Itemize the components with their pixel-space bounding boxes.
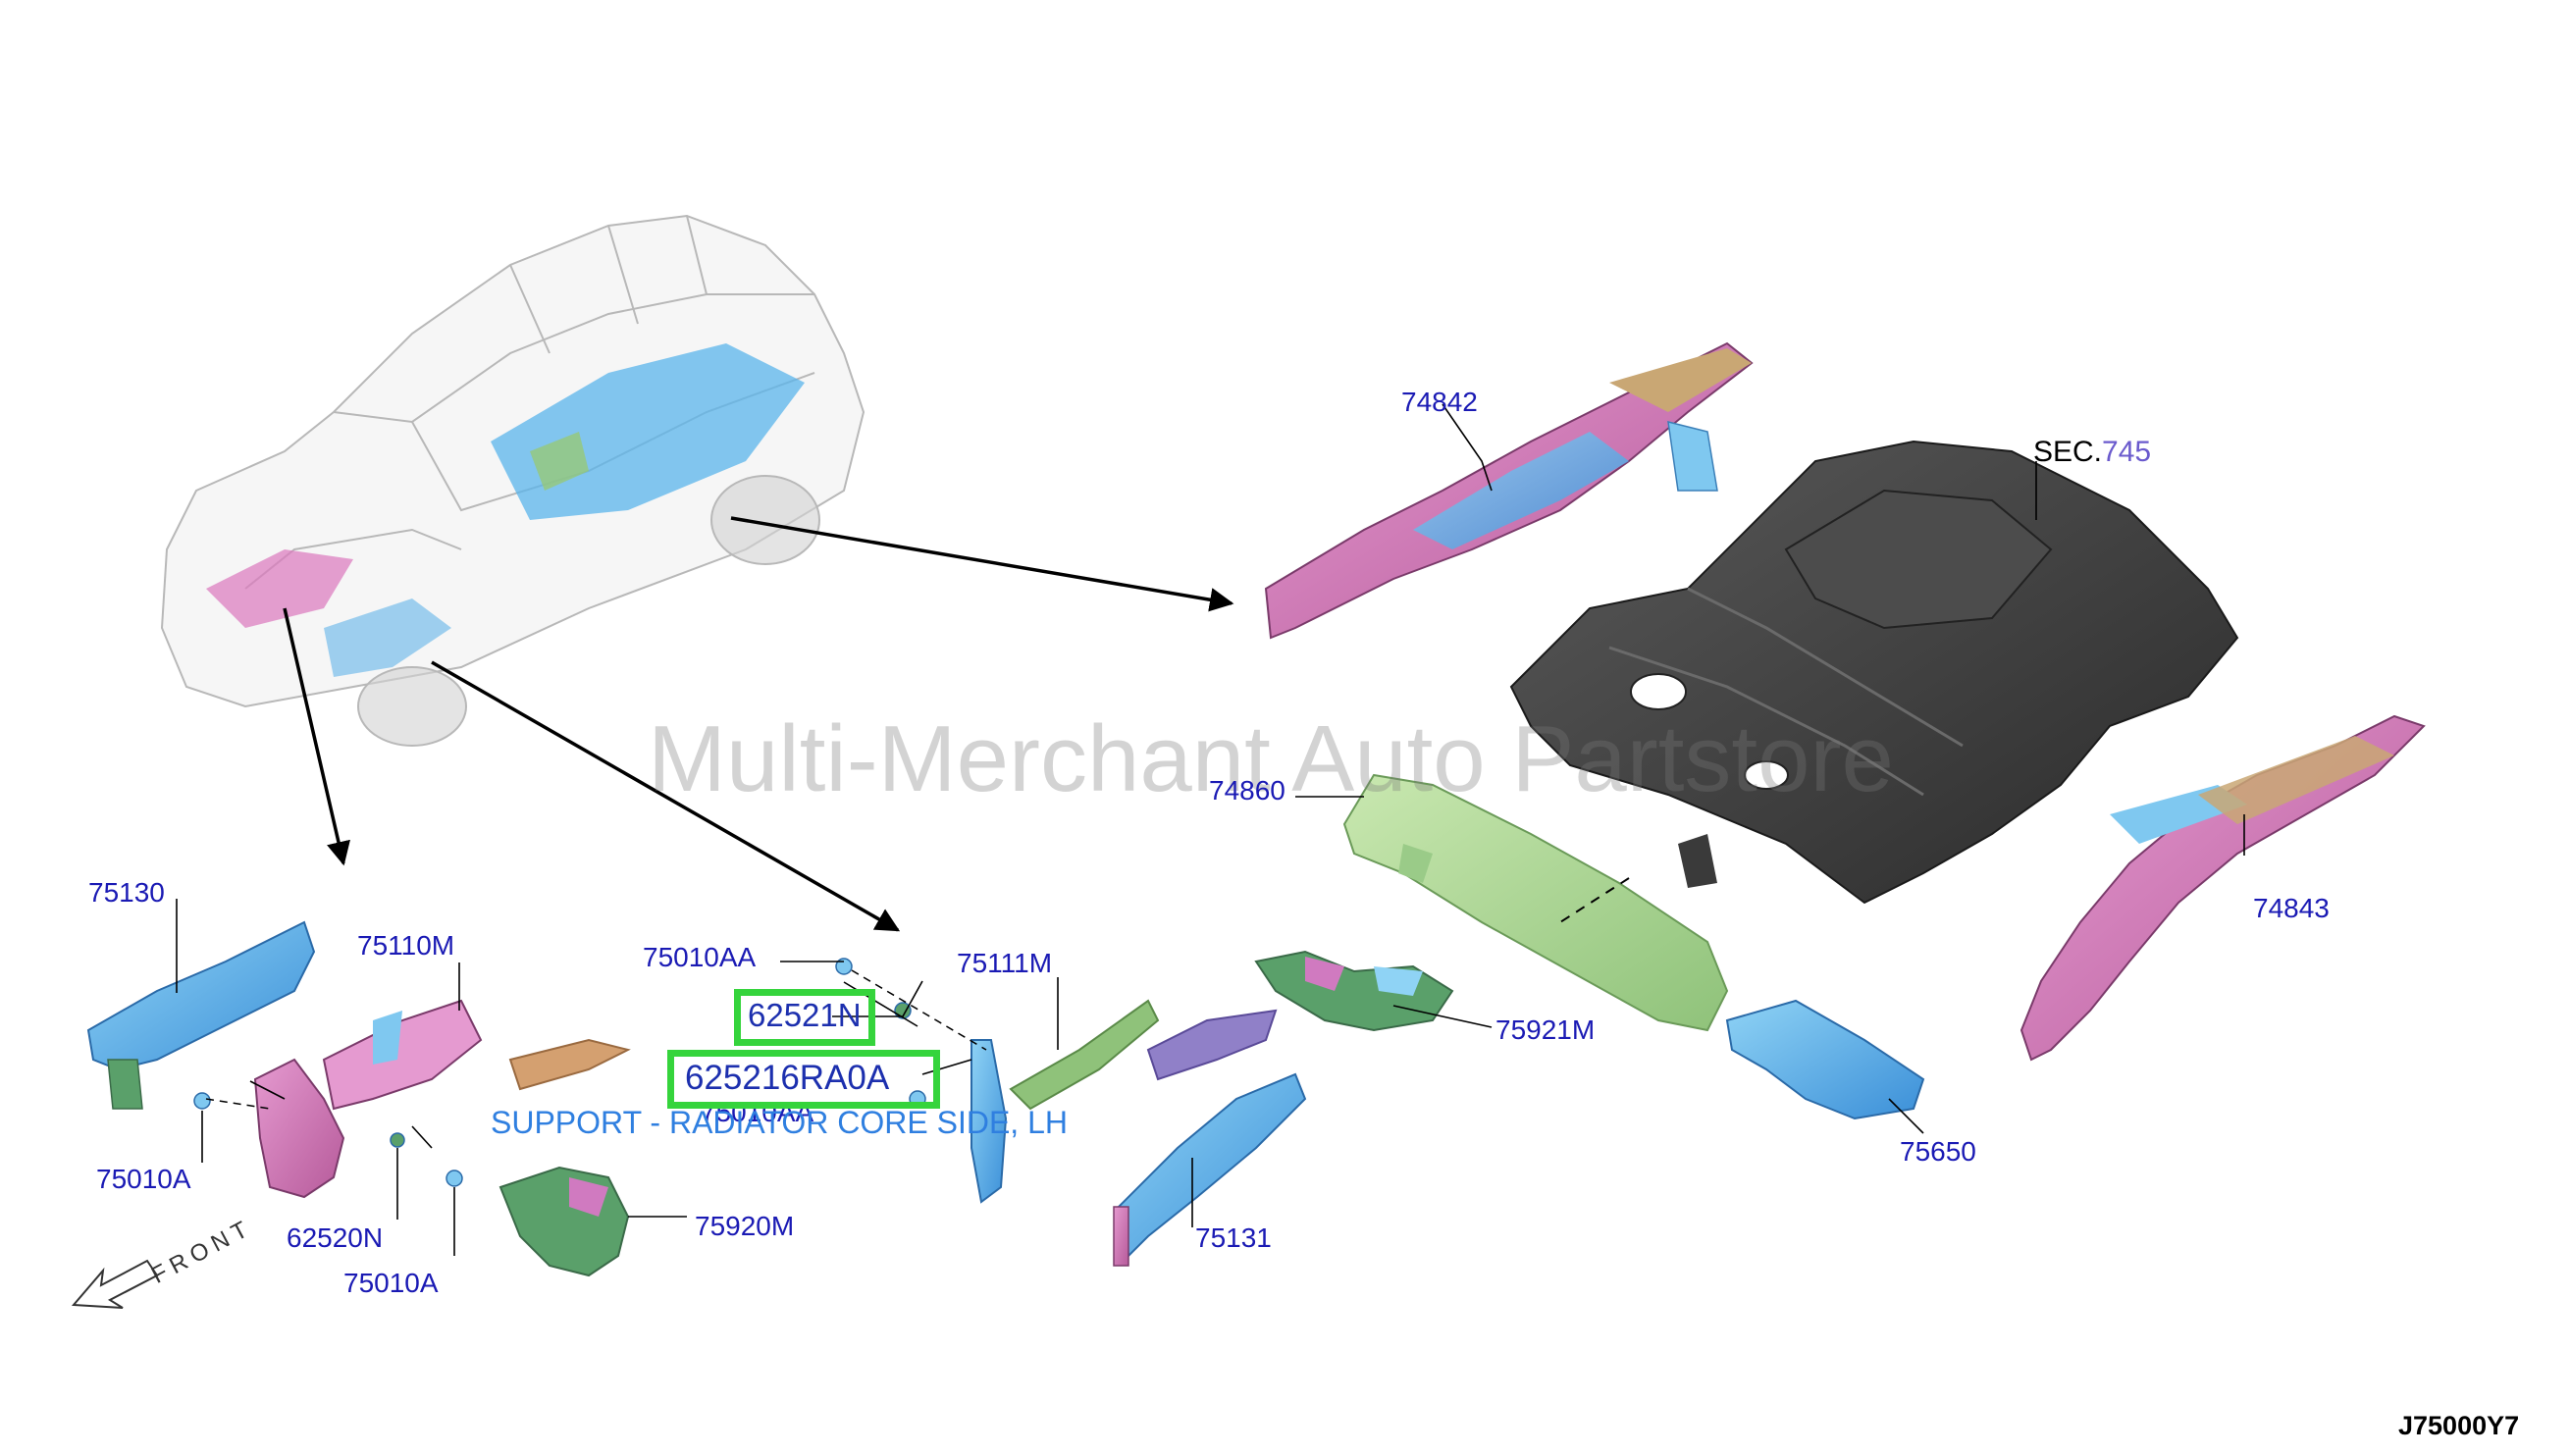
part-label-75010AA-top[interactable]: 75010AA: [643, 942, 757, 972]
vehicle-underbody-highlight: [206, 343, 805, 677]
part-label-75131[interactable]: 75131: [1195, 1222, 1272, 1253]
part-75650-shape: [1725, 999, 1925, 1120]
floor-panel-shape: [1509, 440, 2239, 905]
part-label-75010A-left[interactable]: 75010A: [96, 1164, 191, 1194]
dashed-leaders: [205, 969, 987, 1110]
part-label-75010A-bottom[interactable]: 75010A: [343, 1268, 439, 1298]
part-75130-shape: [86, 920, 316, 1110]
watermark-text: Multi-Merchant Auto Partstore: [648, 706, 1894, 811]
part-label-74842[interactable]: 74842: [1401, 387, 1478, 417]
part-label-75130[interactable]: 75130: [88, 877, 165, 908]
part-label-75111M[interactable]: 75111M: [957, 948, 1053, 978]
front-arrow-icon: [71, 1259, 159, 1309]
part-label-74843[interactable]: 74843: [2253, 893, 2330, 923]
callout-arrows: [283, 516, 1234, 932]
highlight-box-625216RA0A[interactable]: [667, 1050, 940, 1109]
part-75111M-shape: [970, 999, 1278, 1204]
highlighted-part-62521N[interactable]: 62521N: [748, 997, 862, 1033]
section-reference[interactable]: SEC.745: [2033, 438, 2151, 467]
part-label-75650[interactable]: 75650: [1900, 1136, 1976, 1167]
highlight-box-62521N[interactable]: [734, 989, 875, 1046]
part-description: SUPPORT - RADIATOR CORE SIDE, LH: [491, 1105, 1068, 1140]
part-74842-shape: [1264, 341, 1754, 640]
diagram-code: J75000Y7: [2398, 1411, 2520, 1440]
part-75131-shape: [1113, 1072, 1307, 1267]
part-label-75920M[interactable]: 75920M: [695, 1211, 795, 1241]
part-label-75110M[interactable]: 75110M: [357, 930, 455, 961]
section-prefix: SEC.: [2033, 436, 2103, 468]
leader-dash: [1559, 877, 1630, 923]
part-74860-shape: [1342, 773, 1729, 1032]
part-label-74860[interactable]: 74860: [1209, 775, 1285, 806]
section-number[interactable]: 745: [2102, 436, 2152, 468]
part-74843-shape: [2019, 714, 2426, 1062]
part-75921M-shape: [1254, 950, 1454, 1032]
part-label-62520N[interactable]: 62520N: [287, 1222, 384, 1253]
part-75110M-shape: [253, 999, 631, 1199]
highlighted-part-625216RA0A[interactable]: 625216RA0A: [685, 1059, 890, 1097]
part-label-75921M[interactable]: 75921M: [1495, 1014, 1596, 1045]
part-75920M-shape: [498, 1166, 630, 1277]
